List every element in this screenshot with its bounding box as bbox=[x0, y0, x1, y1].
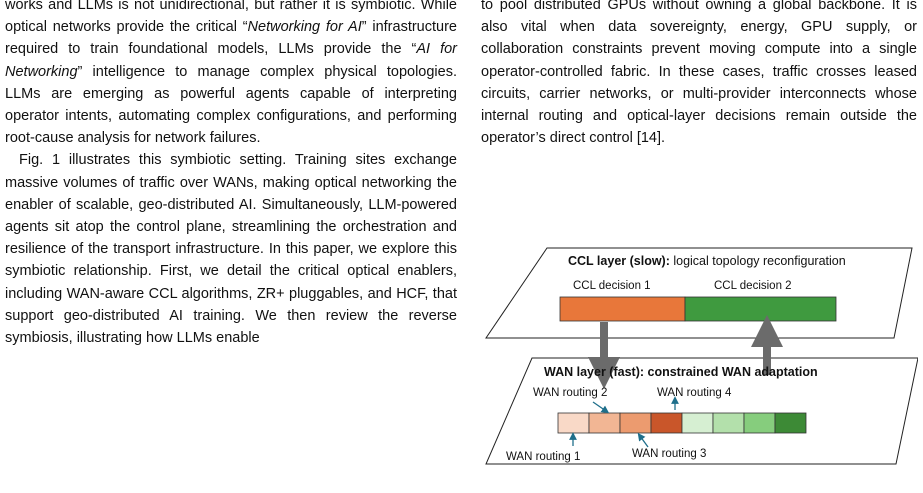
wan-cell-2 bbox=[588, 412, 621, 434]
wan-cell-1 bbox=[557, 412, 590, 434]
wan-cell-6 bbox=[712, 412, 745, 434]
ccl-layer-title: CCL layer (slow): logical topology recon… bbox=[568, 254, 846, 268]
wan-cell-5 bbox=[681, 412, 714, 434]
left-column: works and LLMs is not unidirectional, bu… bbox=[5, 0, 457, 349]
right-column: to pool distributed GPUs without owning … bbox=[481, 0, 917, 149]
wan-cell-4 bbox=[650, 412, 683, 434]
wan-cell-8 bbox=[774, 412, 807, 434]
arrow-wan-routing-3 bbox=[637, 432, 649, 448]
paragraph-symbiosis: works and LLMs is not unidirectional, bu… bbox=[5, 0, 458, 147]
ccl-decision-1-label: CCL decision 1 bbox=[573, 280, 651, 292]
wan-routing-cells bbox=[557, 412, 807, 434]
wan-routing-1-label: WAN routing 1 bbox=[506, 451, 580, 463]
emphasis-networking-for-ai: Networking for AI bbox=[247, 19, 362, 36]
wan-cell-7 bbox=[743, 412, 776, 434]
wan-cell-3 bbox=[619, 412, 652, 434]
wan-layer-title: WAN layer (fast): constrained WAN adapta… bbox=[544, 365, 818, 379]
arrow-wan-routing-2 bbox=[592, 401, 610, 414]
wan-routing-4-label: WAN routing 4 bbox=[657, 387, 732, 399]
wan-routing-2-label: WAN routing 2 bbox=[533, 387, 607, 399]
emphasis-ai-for-networking: AI for Networking bbox=[5, 41, 458, 80]
ccl-decision-2-label: CCL decision 2 bbox=[714, 280, 792, 292]
wan-routing-3-label: WAN routing 3 bbox=[632, 448, 706, 460]
ccl-decision-1-bar bbox=[559, 296, 686, 322]
paragraph-distributed-gpus: to pool distributed GPUs without owning … bbox=[481, 0, 917, 147]
ccl-decision-2-bar bbox=[684, 296, 837, 322]
figure-1: CCL layer (slow): logical topology recon… bbox=[485, 247, 918, 465]
paragraph-fig1: Fig. 1 illustrates this symbiotic settin… bbox=[5, 152, 457, 347]
